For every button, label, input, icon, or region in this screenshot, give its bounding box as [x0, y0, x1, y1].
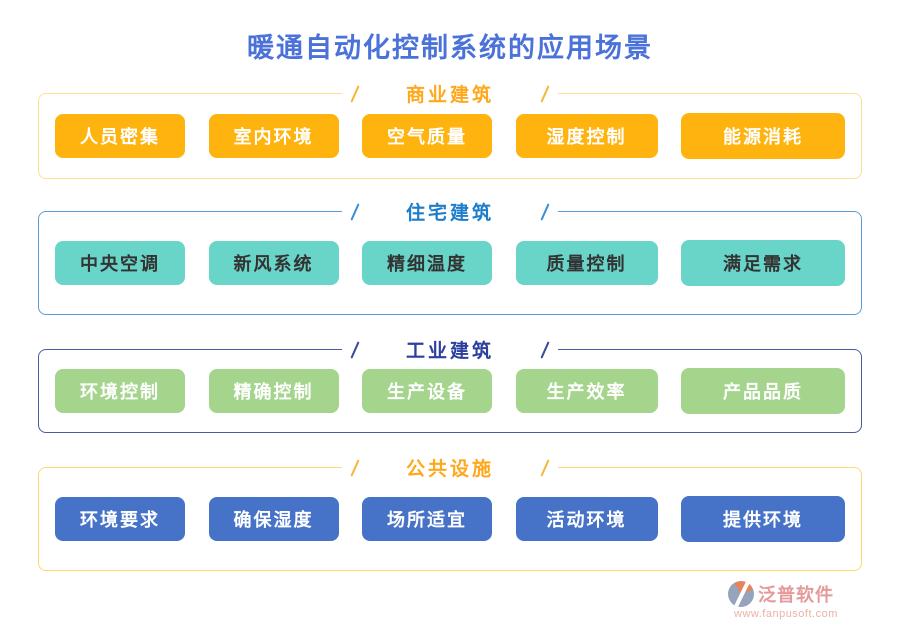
section-residential-buildings: 住宅建筑 中央空调 新风系统 精细温度 质量控制 满足需求 [38, 198, 862, 315]
section-title: 工业建筑 [405, 341, 495, 362]
section-commercial-buildings: 商业建筑 人员密集 室内环境 空气质量 湿度控制 能源消耗 [38, 80, 862, 179]
tag-item: 环境控制 [55, 369, 185, 413]
tag-item: 生产效率 [515, 369, 658, 413]
tag-item: 质量控制 [515, 241, 658, 285]
tag-item: 人员密集 [55, 114, 185, 158]
tag-item: 满足需求 [681, 240, 845, 286]
tag-item: 生产设备 [362, 369, 492, 413]
section-header: 商业建筑 [341, 80, 559, 107]
page-title: 暖通自动化控制系统的应用场景 [247, 33, 653, 63]
tag-item: 环境要求 [55, 497, 185, 541]
section-title: 公共设施 [405, 459, 495, 480]
tag-item: 活动环境 [515, 497, 658, 541]
tag-row: 环境控制 精确控制 生产设备 生产效率 产品品质 [39, 350, 861, 432]
tag-item: 精细温度 [362, 241, 492, 285]
fanpu-logo-icon [728, 581, 754, 607]
brand-watermark: 泛普软件 www.fanpusoft.com [728, 581, 888, 620]
tag-item: 场所适宜 [362, 497, 492, 541]
section-public-facilities: 公共设施 环境要求 确保湿度 场所适宜 活动环境 提供环境 [38, 454, 862, 571]
tag-item: 新风系统 [208, 241, 339, 285]
section-industrial-buildings: 工业建筑 环境控制 精确控制 生产设备 生产效率 产品品质 [38, 336, 862, 433]
tag-row: 人员密集 室内环境 空气质量 湿度控制 能源消耗 [39, 94, 861, 178]
tag-item: 空气质量 [362, 114, 492, 158]
tag-item: 确保湿度 [208, 497, 339, 541]
tag-item: 室内环境 [208, 114, 339, 158]
section-header: 公共设施 [341, 454, 559, 481]
tag-item: 精确控制 [208, 369, 339, 413]
tag-item: 提供环境 [681, 496, 845, 542]
brand-name: 泛普软件 [758, 585, 834, 605]
section-header: 住宅建筑 [341, 198, 559, 225]
tag-row: 中央空调 新风系统 精细温度 质量控制 满足需求 [39, 212, 861, 314]
tag-item: 产品品质 [681, 368, 845, 414]
tag-item: 中央空调 [55, 241, 185, 285]
brand-row: 泛普软件 [728, 581, 888, 607]
section-header: 工业建筑 [341, 336, 559, 363]
infographic-canvas: { "title": "暖通自动化控制系统的应用场景", "sections":… [0, 26, 900, 626]
tag-row: 环境要求 确保湿度 场所适宜 活动环境 提供环境 [39, 468, 861, 570]
brand-url: www.fanpusoft.com [734, 608, 838, 620]
section-title: 住宅建筑 [405, 203, 495, 224]
tag-item: 湿度控制 [515, 114, 658, 158]
tag-item: 能源消耗 [681, 113, 845, 159]
section-title: 商业建筑 [405, 85, 495, 106]
